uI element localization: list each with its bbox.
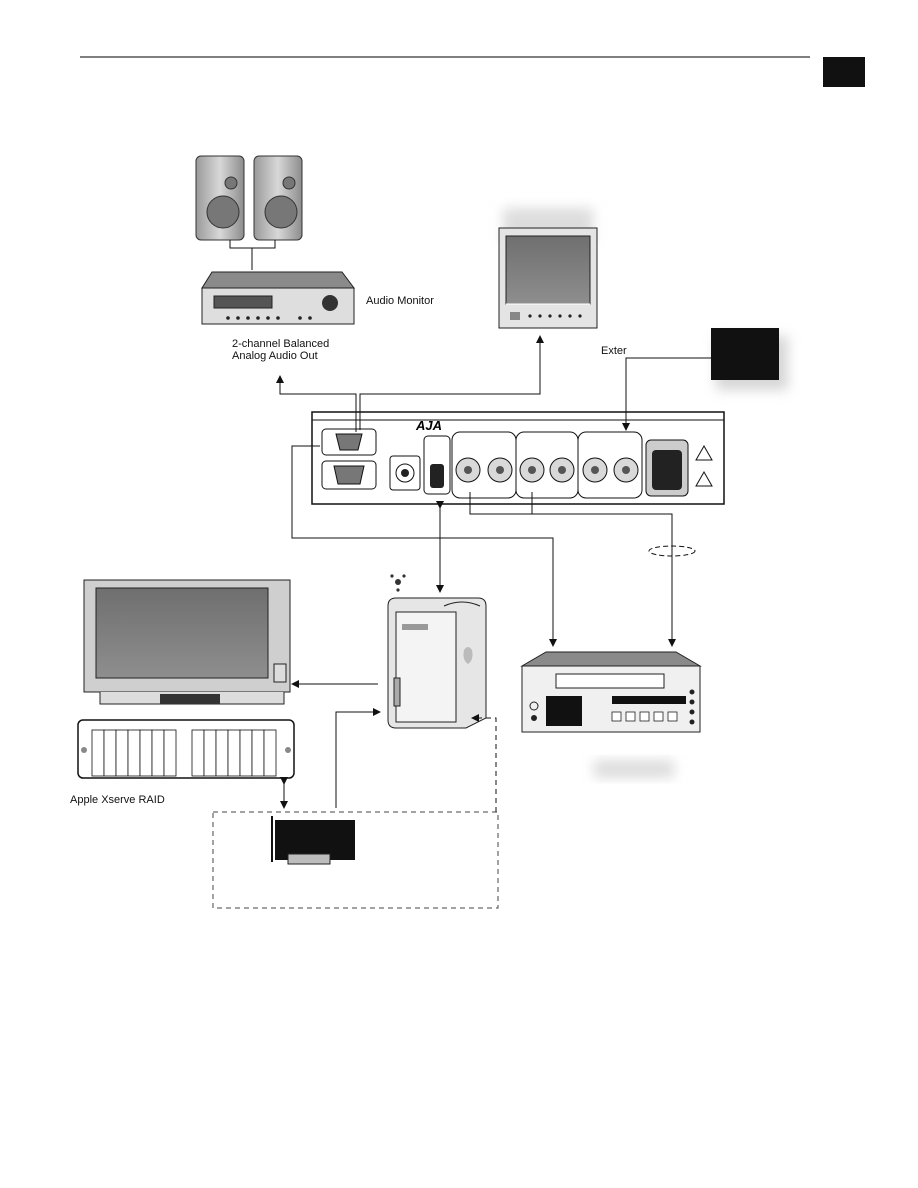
audio-monitor-label: Audio Monitor xyxy=(366,295,434,307)
audio-out-label-line2: Analog Audio Out xyxy=(232,350,318,362)
speakers xyxy=(195,155,303,270)
aja-logo: AJA xyxy=(415,418,442,433)
xserve-raid xyxy=(77,719,295,779)
mac-pro xyxy=(387,597,487,729)
audio-monitor-amp xyxy=(201,271,355,325)
aja-io-box: AJA xyxy=(311,411,725,505)
external-ref-label: Exter xyxy=(601,345,627,357)
external-ref-box xyxy=(711,328,779,380)
raid-label: Apple Xserve RAID xyxy=(70,794,165,806)
page-tab xyxy=(823,57,865,87)
widescreen-display xyxy=(83,579,291,705)
video-monitor xyxy=(498,208,598,329)
pci-card xyxy=(271,816,355,865)
cables xyxy=(276,335,712,809)
cable-bundle-ring xyxy=(648,545,696,557)
pci-card-region xyxy=(212,811,499,909)
firewire-icon xyxy=(390,574,406,592)
audio-out-label-line1: 2-channel Balanced xyxy=(232,338,329,350)
vtr-deck xyxy=(520,651,702,778)
pci-dashed-link xyxy=(471,714,497,812)
